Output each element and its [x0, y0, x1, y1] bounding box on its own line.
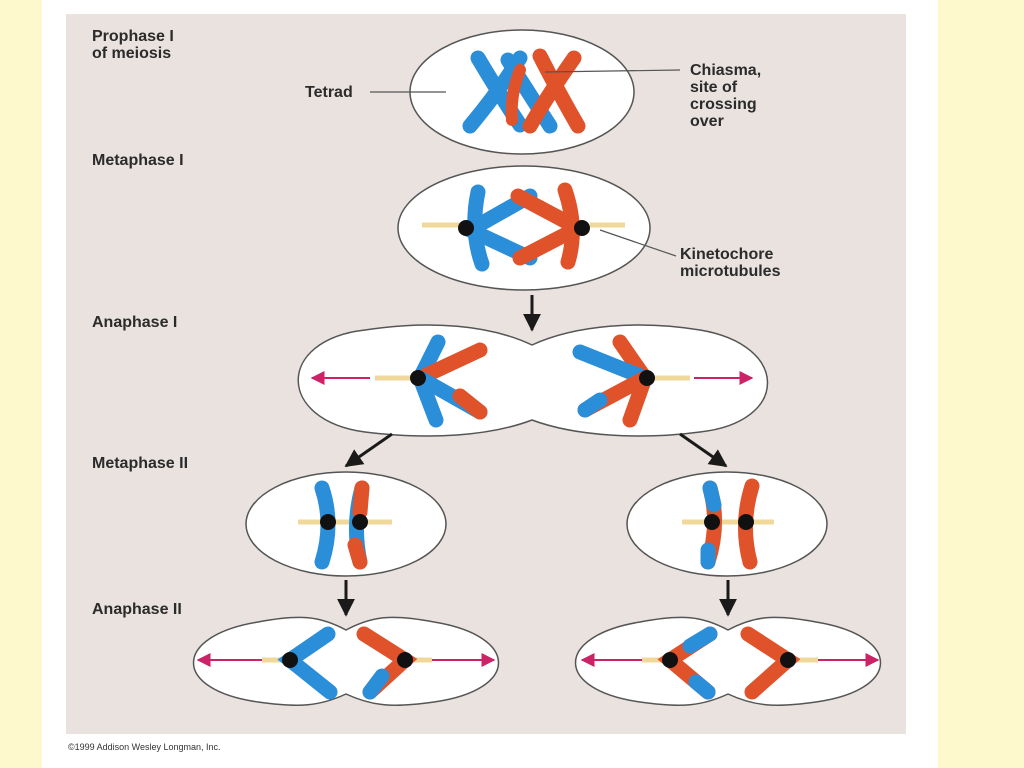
chiasma-leader-line — [544, 69, 681, 73]
callout-tetrad: Tetrad — [305, 84, 353, 101]
metaphase2-cell-right — [626, 471, 828, 577]
stage-label-metaphase-1: Metaphase I — [92, 152, 184, 169]
callout-chiasma: Chiasma, site of crossing over — [690, 62, 762, 130]
stage-label-anaphase-1: Anaphase I — [92, 314, 178, 331]
stage-label-anaphase-2: Anaphase II — [92, 601, 182, 618]
metaphase2-cell-left — [245, 471, 447, 577]
callout-kinetochore: Kinetochore microtubules — [680, 246, 781, 280]
stage-label-metaphase-2: Metaphase II — [92, 455, 189, 472]
metaphase1-cell — [397, 165, 651, 291]
anaphase2-cell-left — [192, 616, 500, 706]
anaphase1-cell — [297, 324, 769, 437]
arrow-down-right-icon — [679, 432, 728, 468]
copyright-notice: ©1999 Addison Wesley Longman, Inc. — [68, 742, 221, 752]
anaphase2-cell-right — [574, 616, 882, 706]
stage-label-prophase-1: Prophase I of meiosis — [92, 28, 174, 62]
kinetochore-leader-line — [599, 229, 677, 257]
prophase1-cell — [409, 29, 635, 155]
arrow-down-left-icon — [344, 432, 393, 468]
